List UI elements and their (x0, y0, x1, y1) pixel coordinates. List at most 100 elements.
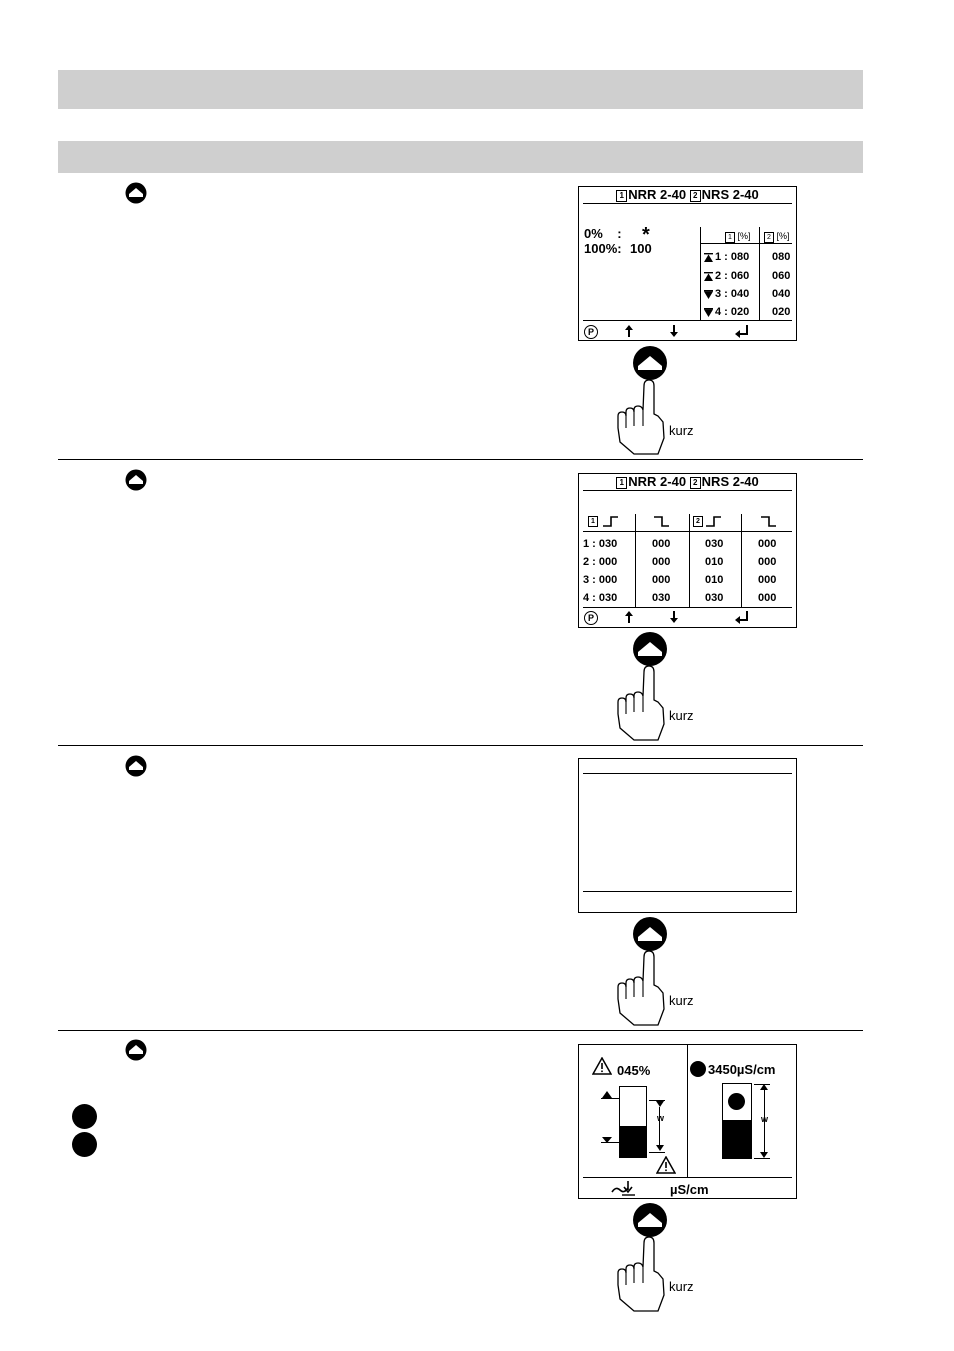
conductivity-gauge (722, 1083, 752, 1159)
home-key-press-icon (617, 917, 667, 1026)
table-cell: 3 : 000 (583, 574, 618, 586)
section-divider (58, 745, 863, 746)
row-label: 4 : 020 (715, 306, 750, 318)
table-cell: 000 (652, 538, 671, 550)
switch-on-icon (706, 516, 721, 527)
range-arrow-down-icon (760, 1152, 768, 1158)
device-name: NRR 2-40 (628, 187, 687, 202)
table-cell: 030 (652, 592, 671, 604)
level-percent: 045% (617, 1063, 651, 1078)
blowdown-valve-icon (611, 1181, 635, 1196)
device-number-box: 2 (689, 190, 701, 202)
table-cell: 000 (758, 574, 777, 586)
conductivity-unit: µS/cm (670, 1182, 709, 1197)
press-duration-label: kurz (669, 708, 694, 723)
unit-label: [%] (737, 231, 751, 241)
display-screen-4: 045% w 3450µS/cm w µS/cm (578, 1044, 797, 1199)
arrow-up-icon (625, 611, 633, 623)
press-duration-label: kurz (669, 993, 694, 1008)
device-number-box: 1 (616, 190, 628, 202)
device-number-box: 2 (689, 477, 701, 489)
low-limit-icon (704, 290, 713, 299)
section-divider (58, 1030, 863, 1031)
high-limit-marker-icon (602, 1091, 612, 1098)
zero-percent-value: * (642, 224, 650, 246)
row-value: 040 (772, 288, 791, 300)
enter-icon (735, 325, 748, 338)
arrow-up-icon (625, 325, 633, 337)
switch-on-icon (603, 516, 618, 527)
switch-off-icon (654, 516, 669, 527)
row-label: 3 : 040 (715, 288, 750, 300)
row-label: 2 : 060 (715, 270, 750, 282)
section-divider (58, 459, 863, 460)
high-limit-icon (704, 272, 713, 281)
unit-label: [%] (776, 231, 790, 241)
indicator-dot (72, 1132, 97, 1157)
table-cell: 030 (705, 538, 724, 550)
conductivity-value: 3450µS/cm (708, 1062, 776, 1077)
row-value: 080 (772, 251, 791, 263)
table-cell: 000 (652, 556, 671, 568)
table-cell: 2 : 000 (583, 556, 618, 568)
indicator-dot (72, 1104, 97, 1129)
range-arrow-up-icon (760, 1084, 768, 1090)
table-cell: 1 : 030 (583, 538, 618, 550)
table-cell: 030 (705, 592, 724, 604)
display-screen-3 (578, 758, 797, 913)
press-duration-label: kurz (669, 1279, 694, 1294)
range-arrow-down-icon (656, 1101, 664, 1107)
table-cell: 000 (758, 538, 777, 550)
home-key-press-icon (617, 632, 667, 741)
device-name: NRS 2-40 (701, 474, 759, 489)
enter-icon (735, 611, 748, 624)
warning-icon (656, 1156, 676, 1174)
col2-header: 2 [%] (764, 230, 790, 243)
zero-percent-label: 0% : (584, 226, 622, 241)
home-key-icon (125, 182, 147, 204)
arrow-down-icon (670, 325, 678, 337)
device-number-box: 1 (616, 477, 628, 489)
device-number-box: 1 (588, 516, 598, 527)
row-value: 060 (772, 270, 791, 282)
row-value: 020 (772, 306, 791, 318)
col1-header: 1 [%] (725, 230, 751, 243)
status-dot-icon (728, 1093, 745, 1110)
table-cell: 010 (705, 574, 724, 586)
home-key-press-icon (617, 346, 667, 455)
level-gauge (619, 1086, 647, 1158)
row-label: 1 : 080 (715, 251, 750, 263)
level-gauge-fill (620, 1125, 646, 1157)
home-key-press-icon (617, 1203, 667, 1312)
press-duration-label: kurz (669, 423, 694, 438)
w-label: w (657, 1113, 665, 1123)
low-limit-icon (704, 308, 713, 317)
arrow-down-icon (670, 611, 678, 623)
range-arrow-down-icon (656, 1145, 664, 1151)
header-band (58, 70, 863, 109)
low-limit-marker-icon (602, 1137, 612, 1143)
device-name: NRR 2-40 (628, 474, 687, 489)
device-number-box: 2 (764, 232, 774, 243)
parameter-p-icon: P (584, 611, 598, 625)
device-name: NRS 2-40 (701, 187, 759, 202)
subheader-band (58, 141, 863, 173)
device-number-box: 1 (725, 232, 735, 243)
home-key-icon (125, 755, 147, 777)
hundred-percent-label: 100%: (584, 241, 622, 256)
switch-off-icon (761, 516, 776, 527)
hundred-percent-value: 100 (630, 241, 652, 256)
table-cell: 000 (652, 574, 671, 586)
warning-icon (592, 1057, 612, 1075)
high-limit-icon (704, 253, 713, 262)
w-label: w (761, 1114, 769, 1124)
home-key-icon (125, 1039, 147, 1061)
parameter-p-icon: P (584, 325, 598, 339)
table-cell: 010 (705, 556, 724, 568)
home-key-icon (125, 469, 147, 491)
status-dot-icon (690, 1061, 706, 1077)
table-cell: 000 (758, 592, 777, 604)
